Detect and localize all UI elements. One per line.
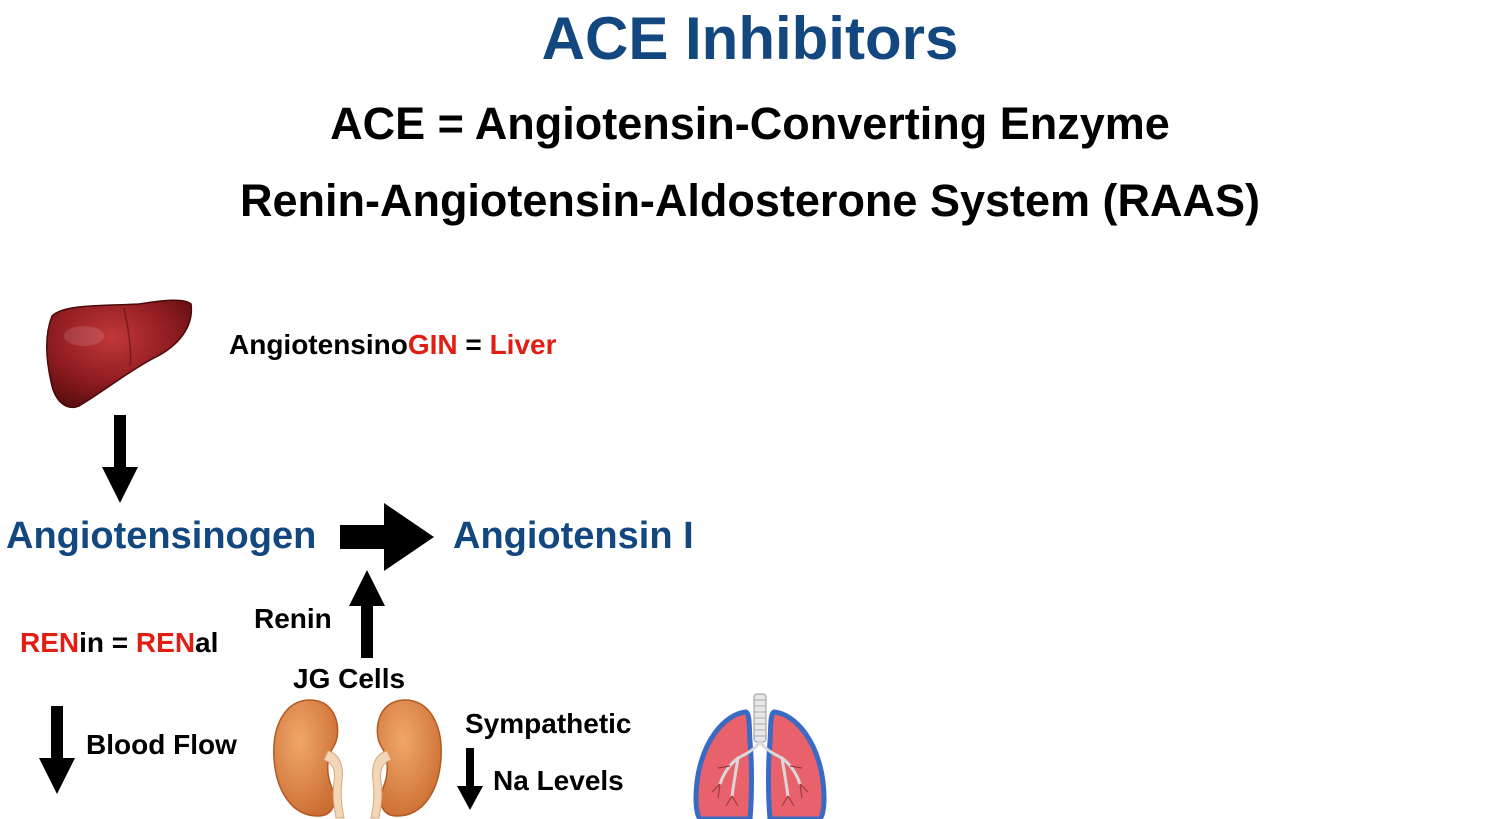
subtitle-ace: ACE = Angiotensin-Converting Enzyme [330, 98, 1170, 149]
renin-mnemonic-al: al [195, 627, 219, 658]
kidney-icon [273, 699, 442, 819]
renin-mnemonic: RENin = RENal [20, 627, 218, 659]
arrow-down-icon [457, 748, 483, 810]
subtitle-raas: Renin-Angiotensin-Aldosterone System (RA… [239, 175, 1261, 226]
liver-icon [45, 299, 193, 408]
lungs-icon [693, 693, 827, 819]
page-title: ACE Inhibitors [541, 5, 959, 72]
blood-flow-label: Blood Flow [86, 729, 237, 760]
liver-label-part1: Angiotensino [229, 329, 408, 360]
arrow-down-icon [102, 415, 138, 503]
renin-mnemonic-ren2: REN [135, 627, 196, 658]
na-levels-label: Na Levels [493, 765, 624, 796]
jg-cells-label: JG Cells [293, 663, 406, 694]
liver-label: AngiotensinoGIN = Liver [229, 329, 557, 361]
renin-mnemonic-in: in = [79, 627, 136, 658]
sympathetic-label: Sympathetic [465, 708, 632, 739]
angiotensin-i-label: Angiotensin I [453, 515, 694, 557]
liver-label-liver: Liver [489, 329, 557, 360]
renin-label: Renin [254, 603, 332, 634]
arrow-up-icon [349, 570, 385, 658]
renin-mnemonic-ren1: REN [20, 627, 80, 658]
arrow-right-icon [340, 503, 434, 571]
liver-label-equals: = [457, 329, 490, 360]
liver-label-gin: GIN [407, 329, 458, 360]
angiotensinogen-label: Angiotensinogen [6, 515, 317, 557]
arrow-down-icon [39, 706, 75, 794]
